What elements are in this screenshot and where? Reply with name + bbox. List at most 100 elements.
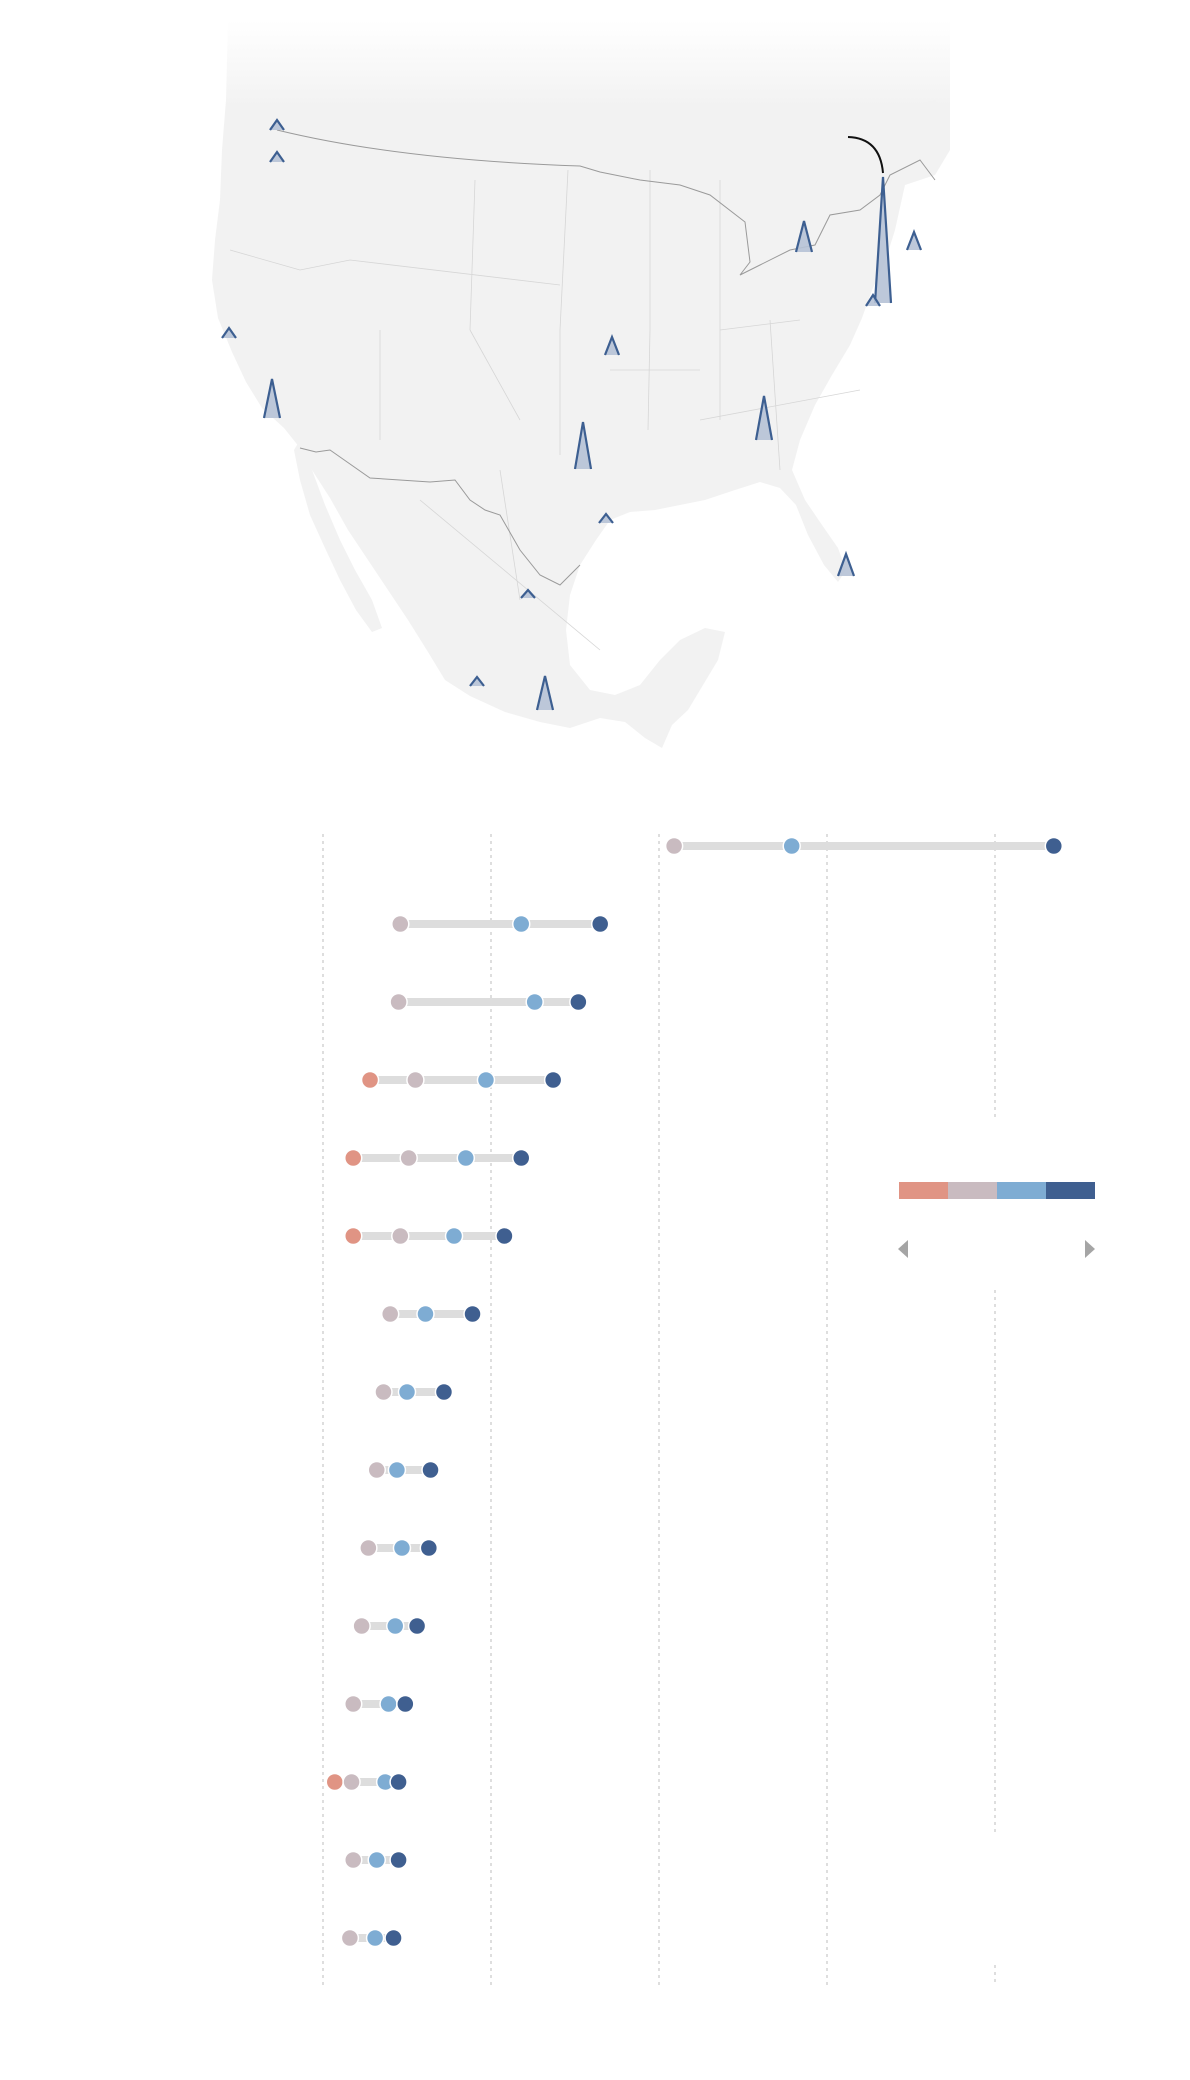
city-spike <box>535 675 555 711</box>
data-point-series-3 <box>511 914 531 934</box>
city-spike <box>262 378 282 419</box>
color-legend <box>899 1182 1095 1199</box>
data-point-series-2 <box>359 1538 378 1558</box>
chart-row <box>380 1304 482 1324</box>
data-point-series-2 <box>391 914 410 934</box>
data-point-series-3 <box>525 992 544 1012</box>
data-point-series-2 <box>406 1070 425 1090</box>
city-spike <box>873 176 893 304</box>
baja-peninsula <box>294 440 382 632</box>
chart-rows <box>325 836 1064 1948</box>
city-spike <box>603 333 621 356</box>
data-point-series-3 <box>387 1460 407 1480</box>
data-point-series-4 <box>389 1772 408 1792</box>
city-spike <box>469 675 485 687</box>
dot-range-chart <box>322 834 1064 1985</box>
data-point-series-2 <box>374 1382 393 1402</box>
data-point-series-4 <box>434 1382 454 1402</box>
city-spikes <box>221 118 923 711</box>
chart-row <box>325 1772 408 1792</box>
data-point-series-4 <box>407 1616 427 1636</box>
us-mexico-border <box>299 447 581 586</box>
legend-swatch-4 <box>1046 1182 1095 1199</box>
chart-row <box>360 1070 563 1090</box>
data-point-series-2 <box>389 992 408 1012</box>
data-point-series-2 <box>367 1460 387 1480</box>
city-spike <box>754 395 774 441</box>
data-point-series-4 <box>1044 836 1064 856</box>
data-point-series-3 <box>392 1538 412 1558</box>
legend-swatch-1 <box>899 1182 948 1199</box>
chart-row <box>389 992 588 1012</box>
chart-row <box>343 1850 408 1870</box>
data-point-series-3 <box>379 1694 398 1714</box>
city-spike <box>598 512 614 524</box>
data-point-series-2 <box>343 1694 363 1714</box>
chart-row <box>352 1616 427 1636</box>
data-point-series-3 <box>385 1616 405 1636</box>
gridlines <box>322 834 996 1985</box>
data-point-series-2 <box>399 1148 418 1168</box>
data-point-series-1 <box>325 1772 345 1792</box>
data-point-series-2 <box>380 1304 400 1324</box>
data-point-series-3 <box>397 1382 417 1402</box>
data-point-series-3 <box>782 836 801 856</box>
city-spike <box>573 421 593 470</box>
mainland <box>212 20 950 748</box>
data-point-series-2 <box>664 836 684 856</box>
data-point-series-4 <box>419 1538 439 1558</box>
data-point-series-1 <box>360 1070 380 1090</box>
data-point-series-1 <box>343 1226 363 1246</box>
state-borders <box>229 169 861 651</box>
chart-row <box>359 1538 439 1558</box>
legend-swatch-3 <box>997 1182 1046 1199</box>
city-spike <box>269 150 285 163</box>
city-spike <box>794 220 814 253</box>
us-canada-border <box>276 129 936 276</box>
chart-row <box>340 1928 403 1948</box>
city-spike <box>520 588 536 599</box>
data-point-series-2 <box>391 1226 410 1246</box>
data-point-series-4 <box>421 1460 440 1480</box>
city-spike <box>865 292 881 307</box>
city-spike <box>221 326 237 339</box>
data-point-series-3 <box>416 1304 435 1324</box>
data-point-series-3 <box>365 1928 385 1948</box>
data-point-series-3 <box>456 1148 476 1168</box>
land-mass <box>212 20 950 748</box>
data-point-series-3 <box>476 1070 496 1090</box>
city-spike <box>905 228 923 251</box>
chart-row <box>374 1382 454 1402</box>
chart-row <box>391 914 610 934</box>
north-america-spike-map <box>212 20 950 748</box>
data-point-series-4 <box>590 914 610 934</box>
data-point-series-2 <box>342 1772 361 1792</box>
next-arrow-icon[interactable] <box>1085 1240 1095 1258</box>
data-point-series-2 <box>343 1850 363 1870</box>
previous-arrow-icon[interactable] <box>898 1240 908 1258</box>
data-point-series-4 <box>384 1928 403 1948</box>
data-point-series-4 <box>511 1148 531 1168</box>
data-point-series-4 <box>396 1694 415 1714</box>
data-point-series-2 <box>352 1616 371 1636</box>
data-point-series-2 <box>340 1928 360 1948</box>
country-borders <box>276 129 936 586</box>
data-point-series-4 <box>389 1850 408 1870</box>
annotation-leader-line <box>847 136 884 174</box>
data-point-series-4 <box>495 1226 514 1246</box>
data-point-series-4 <box>569 992 588 1012</box>
data-point-series-1 <box>343 1148 363 1168</box>
data-point-series-3 <box>444 1226 464 1246</box>
data-point-series-4 <box>463 1304 482 1324</box>
legend-swatch-2 <box>948 1182 997 1199</box>
chart-row <box>343 1148 531 1168</box>
data-point-series-3 <box>367 1850 387 1870</box>
florida-keys-island <box>900 100 948 132</box>
chart-row <box>664 836 1064 856</box>
chart-row <box>367 1460 440 1480</box>
city-spike <box>269 118 285 131</box>
chart-row <box>343 1226 514 1246</box>
city-spike <box>836 550 856 577</box>
chart-row <box>343 1694 415 1714</box>
data-point-series-4 <box>543 1070 563 1090</box>
